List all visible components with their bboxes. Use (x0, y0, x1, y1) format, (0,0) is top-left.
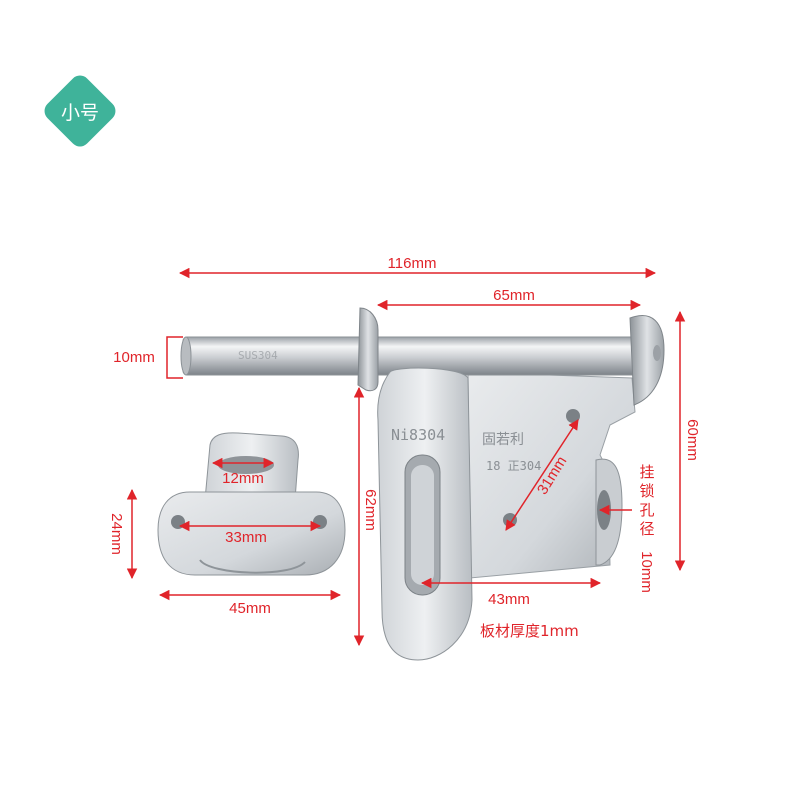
left-flange (357, 307, 379, 392)
lock-hole-char-1: 挂 (639, 463, 654, 481)
dim-10-bracket (166, 336, 183, 379)
lock-hole-size: 10mm (638, 551, 655, 593)
dim-65-label: 65mm (493, 287, 535, 304)
lock-hole-char-3: 孔 (639, 501, 654, 519)
dimension-lines (126, 267, 686, 647)
bolt-mark: SUS304 (238, 349, 278, 362)
dim-43-label: 43mm (488, 591, 530, 608)
dim-10-label: 10mm (113, 349, 155, 366)
badge-diamond (44, 75, 116, 147)
lock-hole-char-2: 锁 (639, 482, 654, 500)
dim-33-label: 33mm (225, 529, 267, 546)
brand-mark: 固若利 (482, 432, 524, 448)
dim-116-label: 116mm (388, 255, 437, 272)
dim-12-label: 12mm (222, 470, 264, 487)
thickness-note: 板材厚度1mm (480, 622, 579, 640)
grade-mark: 18 正304 (486, 459, 541, 473)
end-cap (629, 315, 665, 406)
plate-mark: Ni8304 (391, 426, 445, 444)
dim-60-label: 60mm (684, 419, 701, 461)
lock-hole-label: 挂 锁 孔 径 10mm (638, 463, 655, 593)
dim-62-label: 62mm (362, 489, 379, 531)
dim-31-line (505, 419, 579, 531)
badge-label: 小号 (60, 101, 99, 124)
dim-24-label: 24mm (108, 513, 125, 555)
keeper (157, 432, 346, 576)
lock-hole-char-4: 径 (639, 520, 654, 538)
dim-45-label: 45mm (229, 600, 271, 617)
